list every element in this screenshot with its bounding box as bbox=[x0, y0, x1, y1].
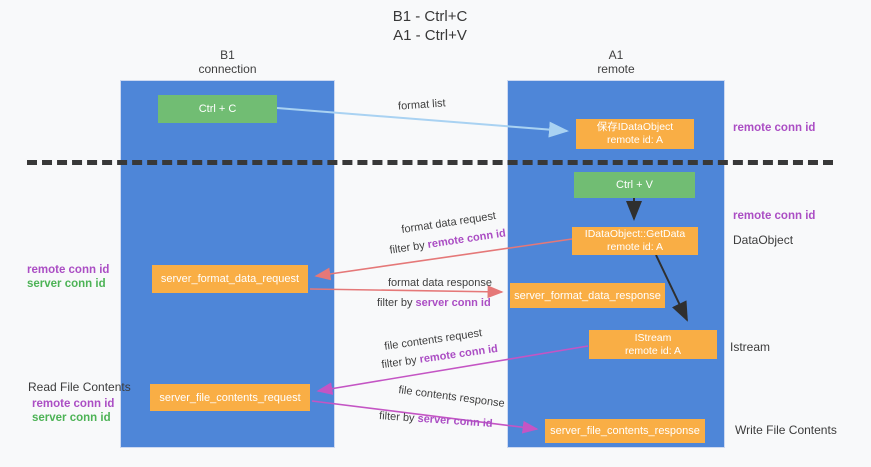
save-dataobject-line2: remote id: A bbox=[606, 134, 664, 146]
server-file-contents-request-label: server_file_contents_request bbox=[159, 391, 301, 404]
server-format-data-request-box: server_format_data_request bbox=[152, 265, 308, 293]
format-list-label: format list bbox=[397, 97, 447, 113]
server-format-data-request-label: server_format_data_request bbox=[160, 273, 300, 285]
right-column-header: A1 remote bbox=[507, 48, 725, 76]
write-file-contents-annotation: Write File Contents bbox=[735, 423, 837, 437]
format-data-response-filter-label: filter by server conn id bbox=[377, 297, 491, 309]
left-column-role: connection bbox=[198, 62, 257, 76]
phase-separator-dashed-line bbox=[27, 160, 833, 165]
filter-by-text: filter by bbox=[377, 297, 416, 309]
server-file-contents-response-box: server_file_contents_response bbox=[545, 419, 705, 443]
left-column-name: B1 bbox=[220, 48, 235, 62]
read-file-contents-annotation: Read File Contents bbox=[28, 380, 131, 394]
remote-conn-id-annotation-top: remote conn id bbox=[733, 122, 816, 134]
diagram-title: B1 - Ctrl+C A1 - Ctrl+V bbox=[0, 7, 860, 45]
diagram-title-line2: A1 - Ctrl+V bbox=[393, 27, 467, 44]
idataobject-getdata-line2: remote id: A bbox=[606, 241, 664, 253]
left-server-conn-id-annotation-file: server conn id bbox=[32, 412, 111, 424]
istream-line2: remote id: A bbox=[624, 344, 682, 357]
istream-line1: IStream bbox=[634, 331, 672, 344]
ctrl-v-label: Ctrl + V bbox=[616, 179, 653, 191]
left-server-conn-id-annotation-format: server conn id bbox=[27, 278, 106, 290]
remote-conn-id-key: remote conn id bbox=[426, 227, 507, 251]
left-remote-conn-id-annotation-format: remote conn id bbox=[27, 264, 110, 276]
dataobject-annotation: DataObject bbox=[733, 233, 794, 247]
format-data-response-label: format data response bbox=[388, 277, 492, 289]
server-format-data-response-label: server_format_data_response bbox=[514, 289, 661, 302]
server-file-contents-request-box: server_file_contents_request bbox=[150, 384, 310, 411]
right-column-name: A1 bbox=[608, 48, 624, 62]
ctrl-c-box: Ctrl + C bbox=[158, 95, 277, 123]
server-format-data-response-box: server_format_data_response bbox=[510, 283, 665, 308]
ctrl-v-box: Ctrl + V bbox=[574, 172, 695, 198]
filter-by-text: filter by bbox=[388, 239, 429, 257]
istream-box: IStream remote id: A bbox=[589, 330, 717, 359]
format-data-response-arrow bbox=[309, 285, 504, 299]
left-remote-conn-id-annotation-file: remote conn id bbox=[32, 398, 115, 410]
save-dataobject-box: 保存IDataObject remote id: A bbox=[576, 119, 694, 149]
right-column-role: remote bbox=[597, 62, 635, 76]
server-file-contents-response-label: server_file_contents_response bbox=[550, 425, 700, 437]
server-conn-id-key: server conn id bbox=[417, 412, 493, 430]
save-dataobject-line1: 保存IDataObject bbox=[596, 121, 674, 133]
server-conn-id-key: server conn id bbox=[415, 297, 491, 309]
file-contents-response-label: file contents response bbox=[397, 384, 506, 410]
filter-by-text: filter by bbox=[380, 353, 421, 372]
filter-by-text: filter by bbox=[378, 410, 418, 425]
diagram-title-line1: B1 - Ctrl+C bbox=[392, 8, 468, 25]
idataobject-getdata-line1: IDataObject::GetData bbox=[584, 228, 686, 240]
left-column-header: B1 connection bbox=[120, 48, 335, 76]
idataobject-getdata-box: IDataObject::GetData remote id: A bbox=[572, 227, 698, 255]
istream-annotation: Istream bbox=[730, 340, 771, 354]
remote-conn-id-annotation-getdata: remote conn id bbox=[733, 210, 816, 222]
ctrl-c-label: Ctrl + C bbox=[198, 103, 237, 115]
file-contents-response-filter-label: filter by server conn id bbox=[379, 410, 493, 430]
